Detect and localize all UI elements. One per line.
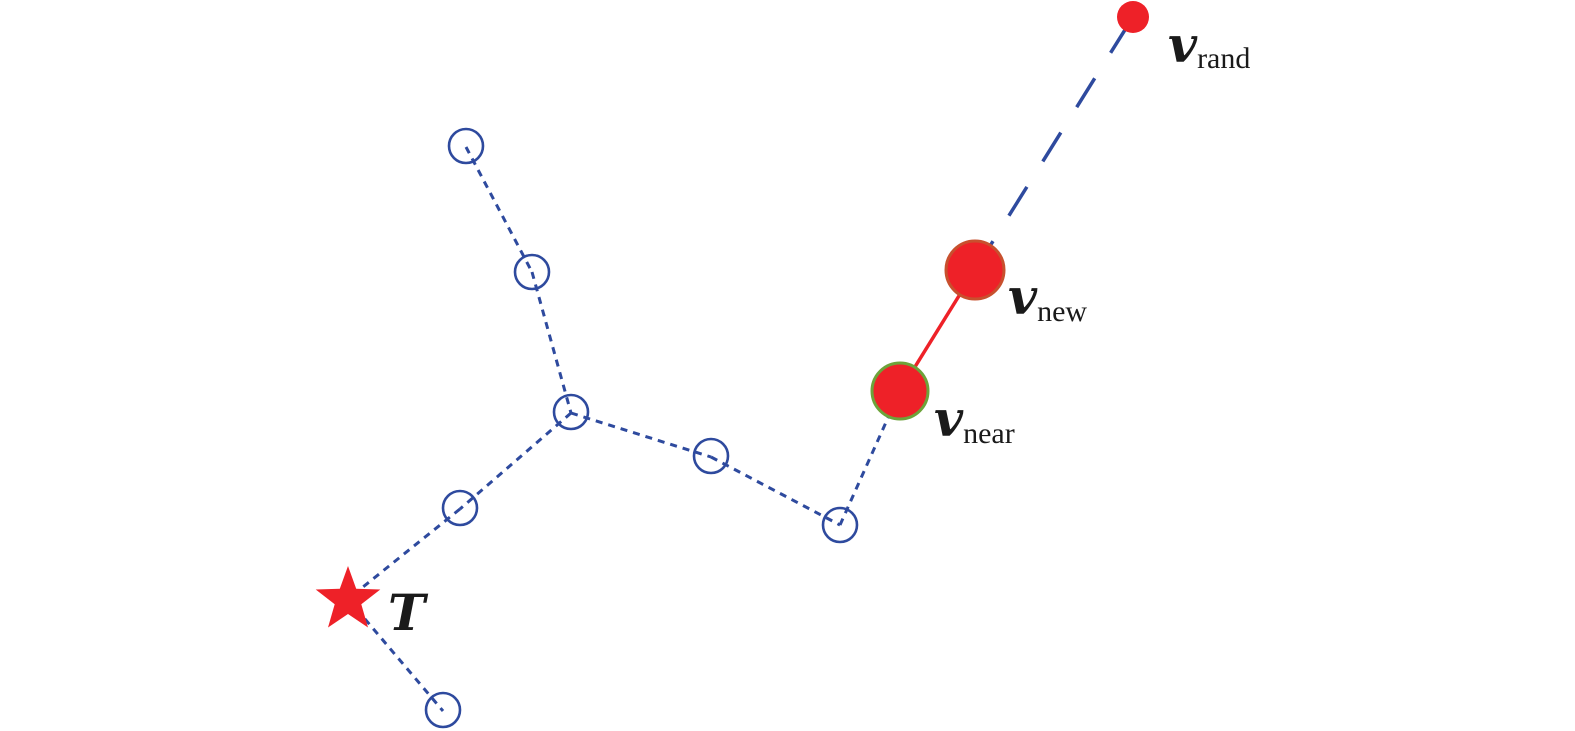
edge-right-lower <box>710 455 841 527</box>
tree-node <box>821 506 859 544</box>
edge-mid-junction <box>530 271 573 414</box>
edge-left-target <box>347 507 461 601</box>
edge-new-rand <box>973 16 1135 271</box>
edge-target-bottom <box>346 598 445 712</box>
tree-node <box>552 393 590 431</box>
edge-top-mid <box>464 146 534 273</box>
v-near-node <box>870 361 930 421</box>
tree-node <box>513 253 551 291</box>
v-rand-label: vrand <box>1168 15 1250 75</box>
edge-junction-left <box>459 411 572 511</box>
tree-edges <box>346 146 902 712</box>
tree-node <box>441 489 479 527</box>
tree-nodes <box>424 127 859 729</box>
tree-node <box>692 437 730 475</box>
tree-node <box>424 691 462 729</box>
v-new-node <box>944 239 1006 301</box>
v-near-label: vnear <box>934 389 1015 450</box>
edge-junction-right <box>570 411 712 459</box>
v-new-label: vnew <box>1008 267 1087 328</box>
star-icon <box>315 566 381 628</box>
v-rand-node <box>1117 1 1149 33</box>
target-label: T <box>388 583 429 642</box>
tree-node <box>447 127 485 165</box>
